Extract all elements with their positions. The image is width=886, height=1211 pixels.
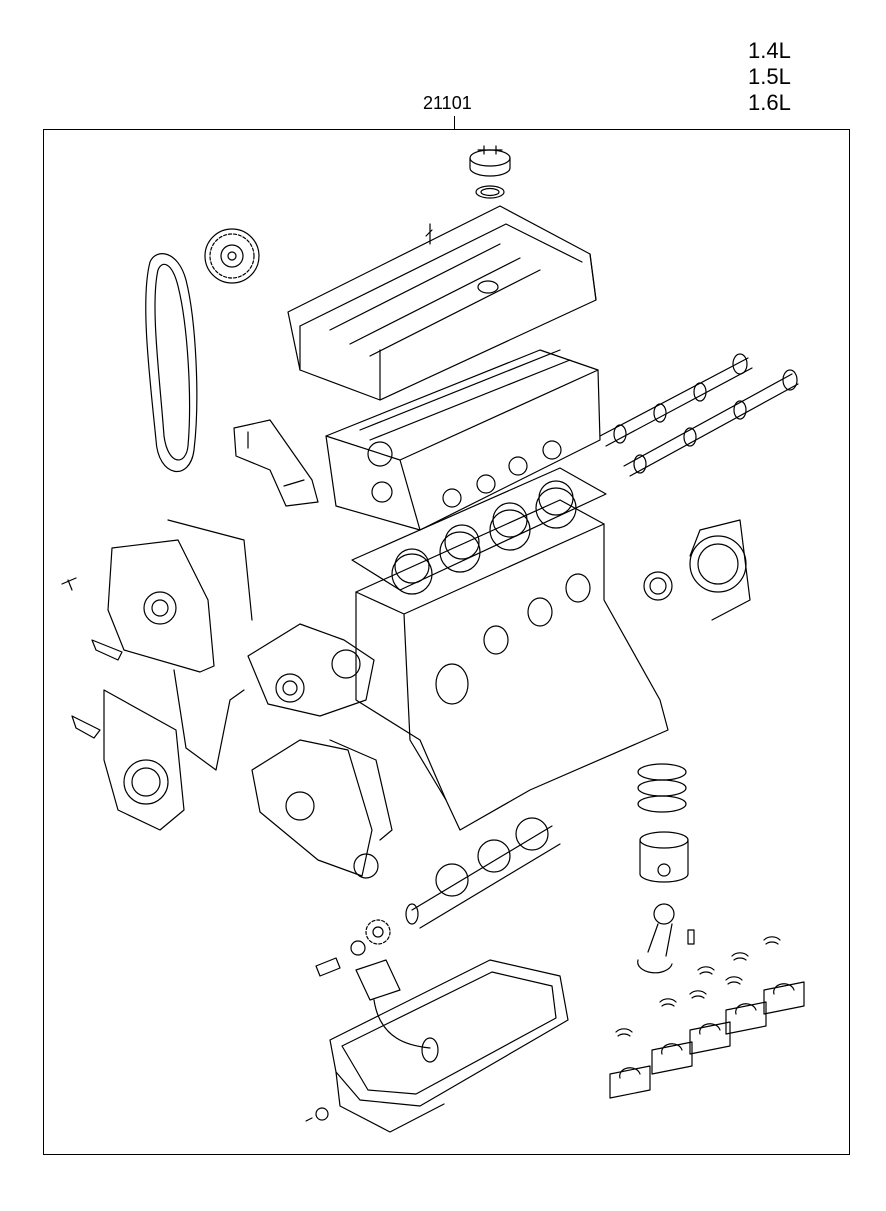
bearing-shell[interactable]	[659, 998, 677, 1007]
bearing-shell[interactable]	[763, 936, 781, 945]
part-number-leader-line	[454, 116, 455, 130]
cylinder-head[interactable]	[325, 349, 601, 531]
oil-pump[interactable]	[251, 739, 379, 879]
cover-clip-1[interactable]	[91, 639, 123, 661]
cover-clip-2[interactable]	[71, 715, 101, 739]
front-case-gasket[interactable]	[329, 739, 393, 841]
exhaust-camshaft[interactable]	[623, 369, 799, 477]
oil-pan[interactable]	[329, 959, 569, 1133]
crankshaft-bolt[interactable]	[315, 957, 341, 977]
main-bearing-cap[interactable]	[609, 1065, 651, 1099]
main-bearing-cap[interactable]	[725, 1001, 767, 1035]
cylinder-block[interactable]	[355, 487, 669, 831]
oil-drain-plug[interactable]	[305, 1107, 329, 1122]
rear-oil-seal-housing[interactable]	[643, 519, 751, 621]
cover-bolt[interactable]	[61, 577, 77, 591]
piston[interactable]	[639, 831, 689, 883]
crankshaft-sprocket[interactable]	[365, 919, 391, 945]
camshaft-sprocket[interactable]	[204, 228, 260, 284]
bearing-shell[interactable]	[725, 976, 743, 985]
crankshaft[interactable]	[405, 817, 561, 929]
timing-belt-cover-lower[interactable]	[103, 689, 185, 831]
water-pump[interactable]	[247, 623, 375, 717]
assembly-frame	[43, 129, 850, 1155]
engine-size-2: 1.5L	[748, 64, 791, 89]
engine-size-3: 1.6L	[748, 90, 791, 115]
connecting-rod[interactable]	[637, 903, 675, 974]
main-bearing-cap[interactable]	[651, 1041, 693, 1075]
bearing-shell[interactable]	[731, 952, 749, 961]
bearing-shell[interactable]	[697, 966, 715, 975]
engine-mount-bracket[interactable]	[233, 419, 319, 507]
bearing-shell[interactable]	[689, 990, 707, 999]
assembly-part-number: 21101	[423, 93, 472, 113]
timing-belt[interactable]	[145, 253, 198, 473]
rod-bolt[interactable]	[687, 929, 695, 945]
intake-camshaft[interactable]	[599, 353, 753, 447]
main-bearing-cap[interactable]	[763, 981, 805, 1015]
cylinder-head-cover[interactable]	[287, 205, 597, 401]
piston-rings[interactable]	[637, 763, 687, 813]
engine-size-list: 1.4L 1.5L 1.6L	[748, 38, 791, 116]
oil-filler-cap[interactable]	[469, 145, 511, 199]
engine-size-1: 1.4L	[748, 38, 791, 63]
bearing-shell[interactable]	[615, 1028, 633, 1037]
timing-cover-gasket[interactable]	[167, 519, 253, 771]
oil-strainer[interactable]	[355, 959, 439, 1063]
timing-belt-cover-upper[interactable]	[107, 539, 215, 673]
main-bearing-cap[interactable]	[689, 1021, 731, 1055]
crankshaft-washer[interactable]	[350, 940, 366, 956]
